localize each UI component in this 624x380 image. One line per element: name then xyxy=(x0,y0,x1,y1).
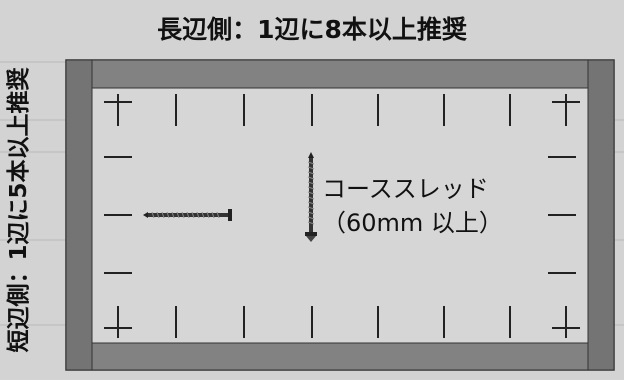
screw-name: コーススレッド xyxy=(322,175,489,203)
short-side-title: 短辺側：1辺に5本以上推奨 xyxy=(6,67,32,353)
screw-spec: （60mm 以上） xyxy=(322,209,503,237)
horizontal-screw-icon xyxy=(143,209,232,221)
right-guide-lines xyxy=(614,119,624,326)
long-side-title: 長辺側：1辺に8本以上推奨 xyxy=(157,15,467,44)
bottom-screw-marks xyxy=(104,306,580,338)
left-board xyxy=(65,59,93,371)
top-board xyxy=(91,59,589,89)
left-guide-lines xyxy=(0,61,66,326)
right-screw-marks xyxy=(548,156,576,274)
left-screw-marks xyxy=(104,156,132,274)
bottom-board xyxy=(91,342,589,371)
vertical-screw-icon xyxy=(305,152,317,242)
top-screw-marks xyxy=(104,94,580,126)
screw-label: コーススレッド （60mm 以上） xyxy=(322,172,503,240)
right-board xyxy=(587,59,615,371)
